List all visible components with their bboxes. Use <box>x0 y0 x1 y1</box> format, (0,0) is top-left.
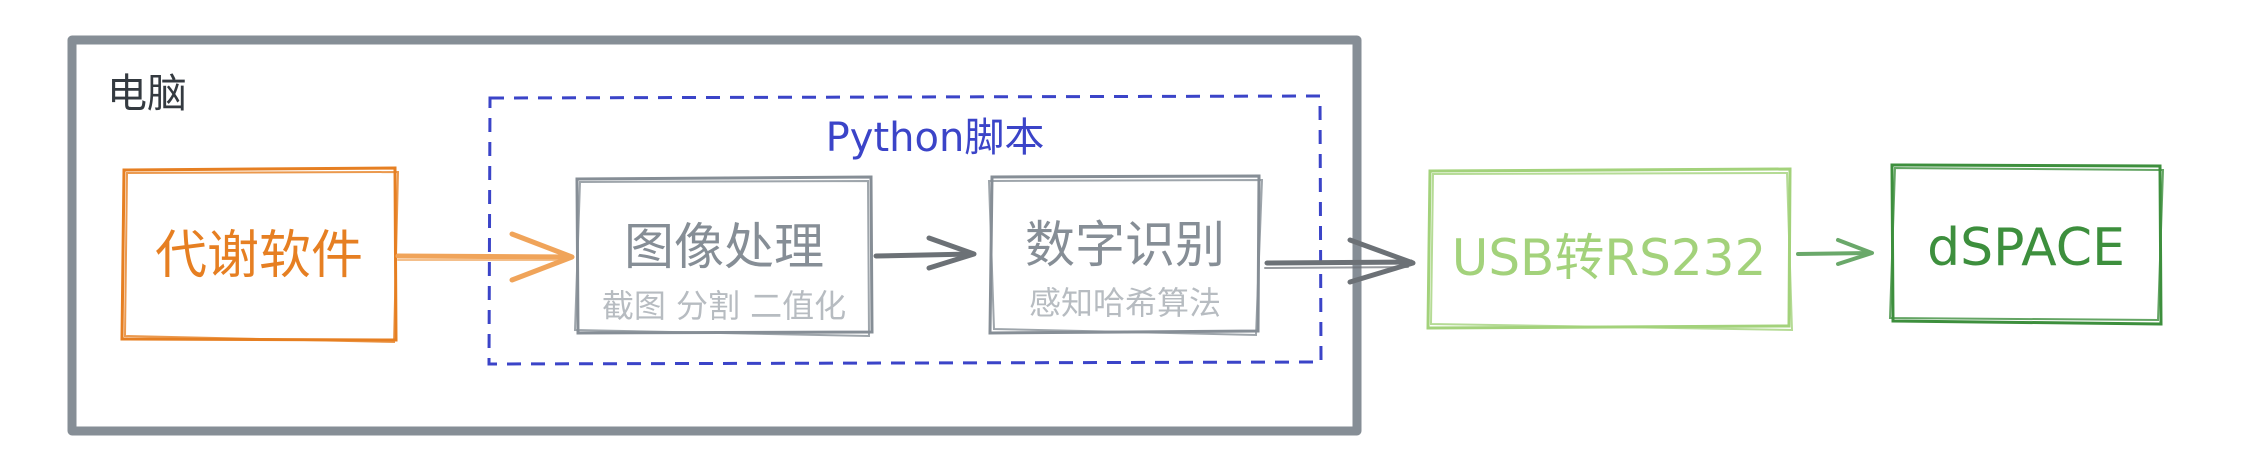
dspace-label[interactable]: dSPACE <box>1927 218 2125 278</box>
metabolic-software-node[interactable] <box>120 166 400 344</box>
dspace-node[interactable] <box>1888 163 2165 326</box>
usb-rs232-label[interactable]: USB转RS232 <box>1451 229 1767 287</box>
image-processing-sublabel: 截图 分割 二值化 <box>601 287 847 325</box>
image-processing-label[interactable]: 图像处理 <box>624 218 824 276</box>
arrow-usb-to-dspace <box>1796 238 1874 266</box>
digit-recognition-node[interactable] <box>987 174 1264 337</box>
arrow-software-to-image <box>395 231 575 283</box>
computer-frame <box>67 35 1362 436</box>
metabolic-software-label[interactable]: 代谢软件 <box>154 226 364 286</box>
image-processing-node[interactable] <box>573 175 874 338</box>
computer-label: 电脑 <box>107 71 187 117</box>
digit-recognition-label[interactable]: 数字识别 <box>1025 216 1225 274</box>
python-script-group <box>487 94 1323 366</box>
digit-recognition-sublabel: 感知哈希算法 <box>1028 284 1222 322</box>
python-script-label: Python脚本 <box>825 115 1045 161</box>
usb-rs232-node[interactable] <box>1426 167 1794 332</box>
arrow-digit-to-usb <box>1264 237 1416 285</box>
arrow-image-to-digit <box>873 235 977 271</box>
